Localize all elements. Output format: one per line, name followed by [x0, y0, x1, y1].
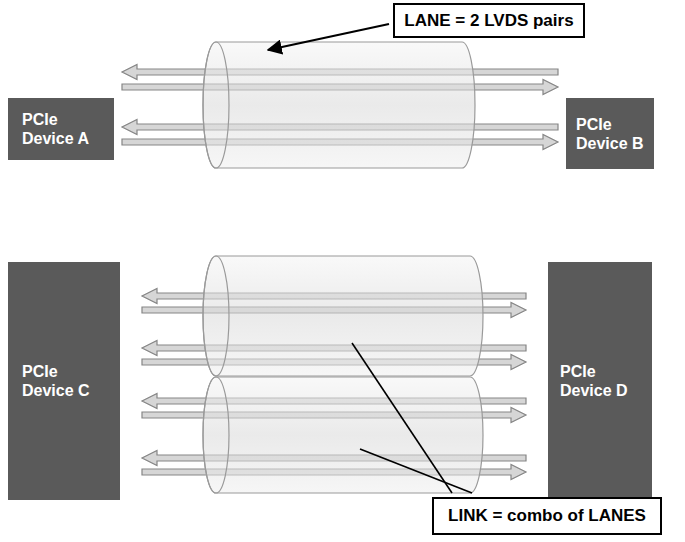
- callout-box: LINK = combo of LANES: [432, 497, 662, 535]
- lane-cylinder: [203, 42, 475, 168]
- device-label: PCIe Device A: [22, 110, 98, 148]
- device-label: PCIe Device D: [560, 362, 638, 400]
- device-box: PCIe Device D: [548, 262, 652, 500]
- leader-arrow: [268, 24, 389, 50]
- device-box: PCIe Device C: [8, 262, 120, 500]
- leader-line: [360, 449, 472, 493]
- cylinder-end: [203, 377, 229, 493]
- callout-label: LINK = combo of LANES: [448, 506, 646, 526]
- callout-label: LANE = 2 LVDS pairs: [404, 11, 573, 31]
- lane-cylinder: [203, 256, 483, 376]
- leader-line: [352, 343, 452, 493]
- cylinder-body: [203, 42, 475, 168]
- cylinder-body: [203, 256, 483, 376]
- callout-box: LANE = 2 LVDS pairs: [393, 3, 585, 38]
- cylinder-end: [203, 42, 229, 168]
- device-box: PCIe Device B: [566, 98, 654, 169]
- device-label: PCIe Device C: [22, 362, 100, 400]
- cylinder-end: [203, 256, 229, 376]
- device-label: PCIe Device B: [576, 115, 644, 153]
- device-box: PCIe Device A: [8, 98, 114, 160]
